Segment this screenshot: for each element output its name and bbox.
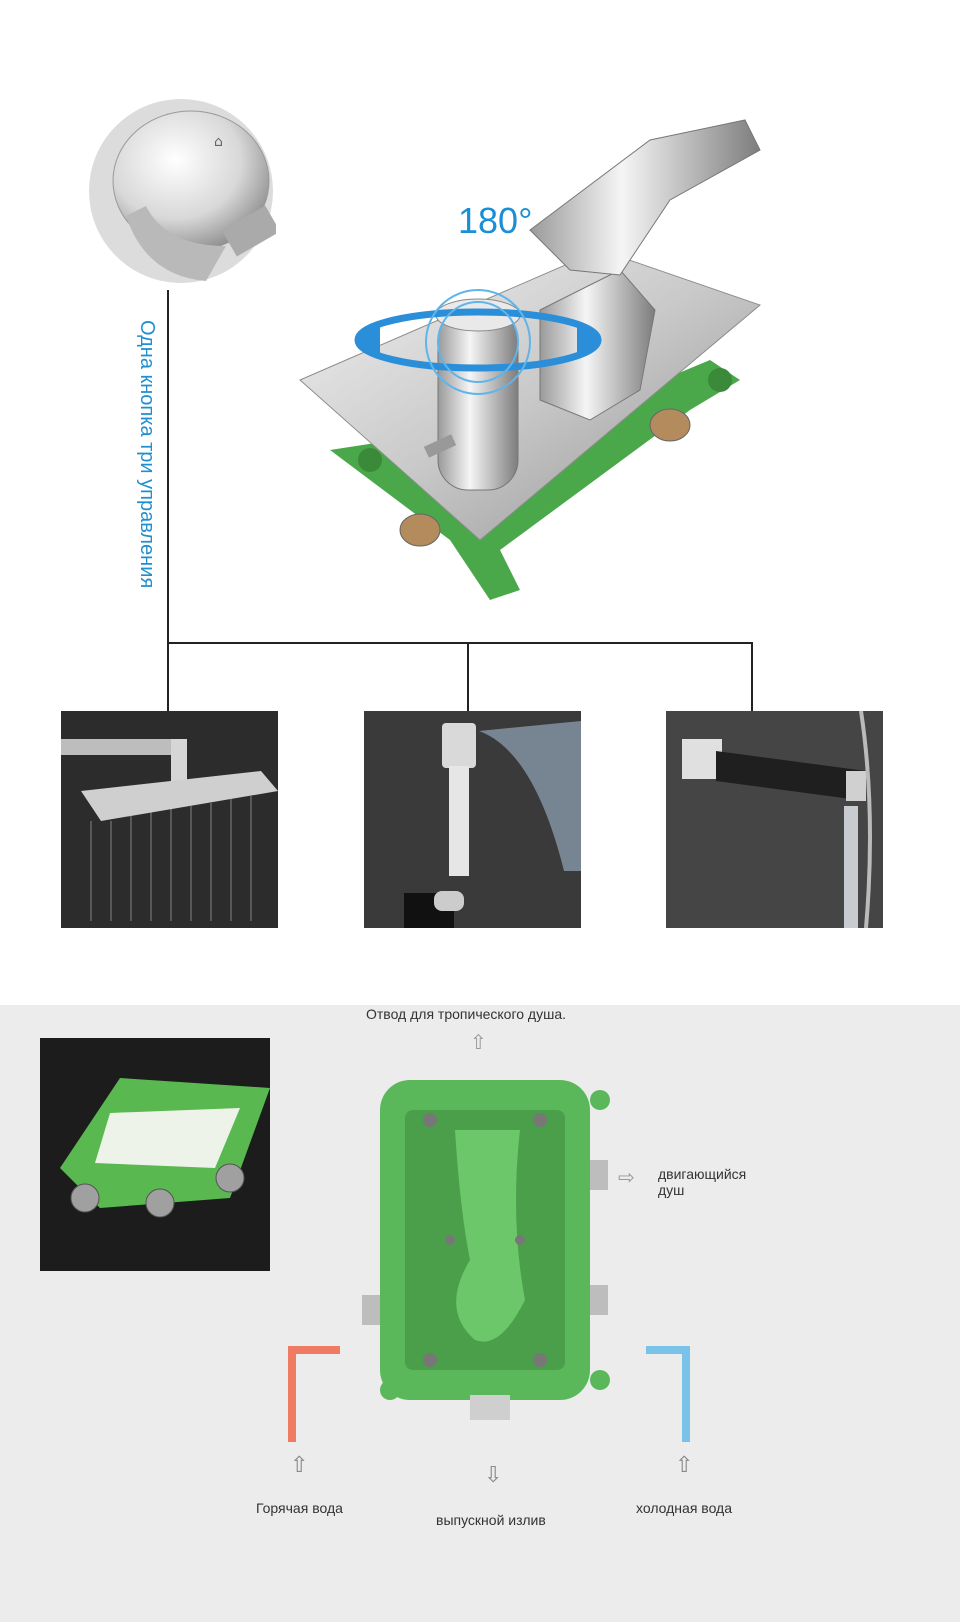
- connector-line-vertical: [167, 290, 169, 712]
- single-button-three-control-label: Одна кнопка три управления: [136, 320, 158, 589]
- hand-shower-outlet-label-line1: двигающийся: [658, 1166, 747, 1182]
- spout-outlet-label: выпускной излив: [436, 1512, 546, 1528]
- right-arrow-icon: ⇨: [618, 1167, 635, 1189]
- knob-closeup-image: ⌂: [89, 99, 276, 283]
- connector-line-horizontal: [167, 642, 753, 644]
- down-arrow-icon: ⇩: [484, 1462, 503, 1487]
- svg-text:⌂: ⌂: [214, 134, 223, 150]
- cold-water-label: холодная вода: [636, 1500, 732, 1516]
- hot-water-indicator: [288, 1346, 340, 1442]
- connector-line-right: [751, 642, 753, 712]
- connector-line-middle: [467, 642, 469, 712]
- hand-shower-outlet-label-line2: душ: [658, 1182, 685, 1198]
- hand-shower-photo: [364, 711, 581, 928]
- mixing-box-image: [362, 1080, 610, 1420]
- cold-water-up-arrow-icon: ⇧: [675, 1452, 694, 1477]
- rain-shower-photo: [61, 711, 278, 928]
- embedded-box-photo: [40, 1038, 270, 1271]
- hot-water-up-arrow-icon: ⇧: [290, 1452, 309, 1477]
- up-arrow-icon: ⇧: [470, 1032, 487, 1054]
- bath-spout-photo: [666, 711, 883, 928]
- hot-water-label: Горячая вода: [256, 1500, 343, 1516]
- rotation-angle-label: 180°: [458, 200, 533, 241]
- shower-valve-image: [299, 119, 761, 600]
- rain-shower-outlet-label: Отвод для тропического душа.: [366, 1006, 567, 1022]
- cold-water-indicator: [646, 1346, 690, 1442]
